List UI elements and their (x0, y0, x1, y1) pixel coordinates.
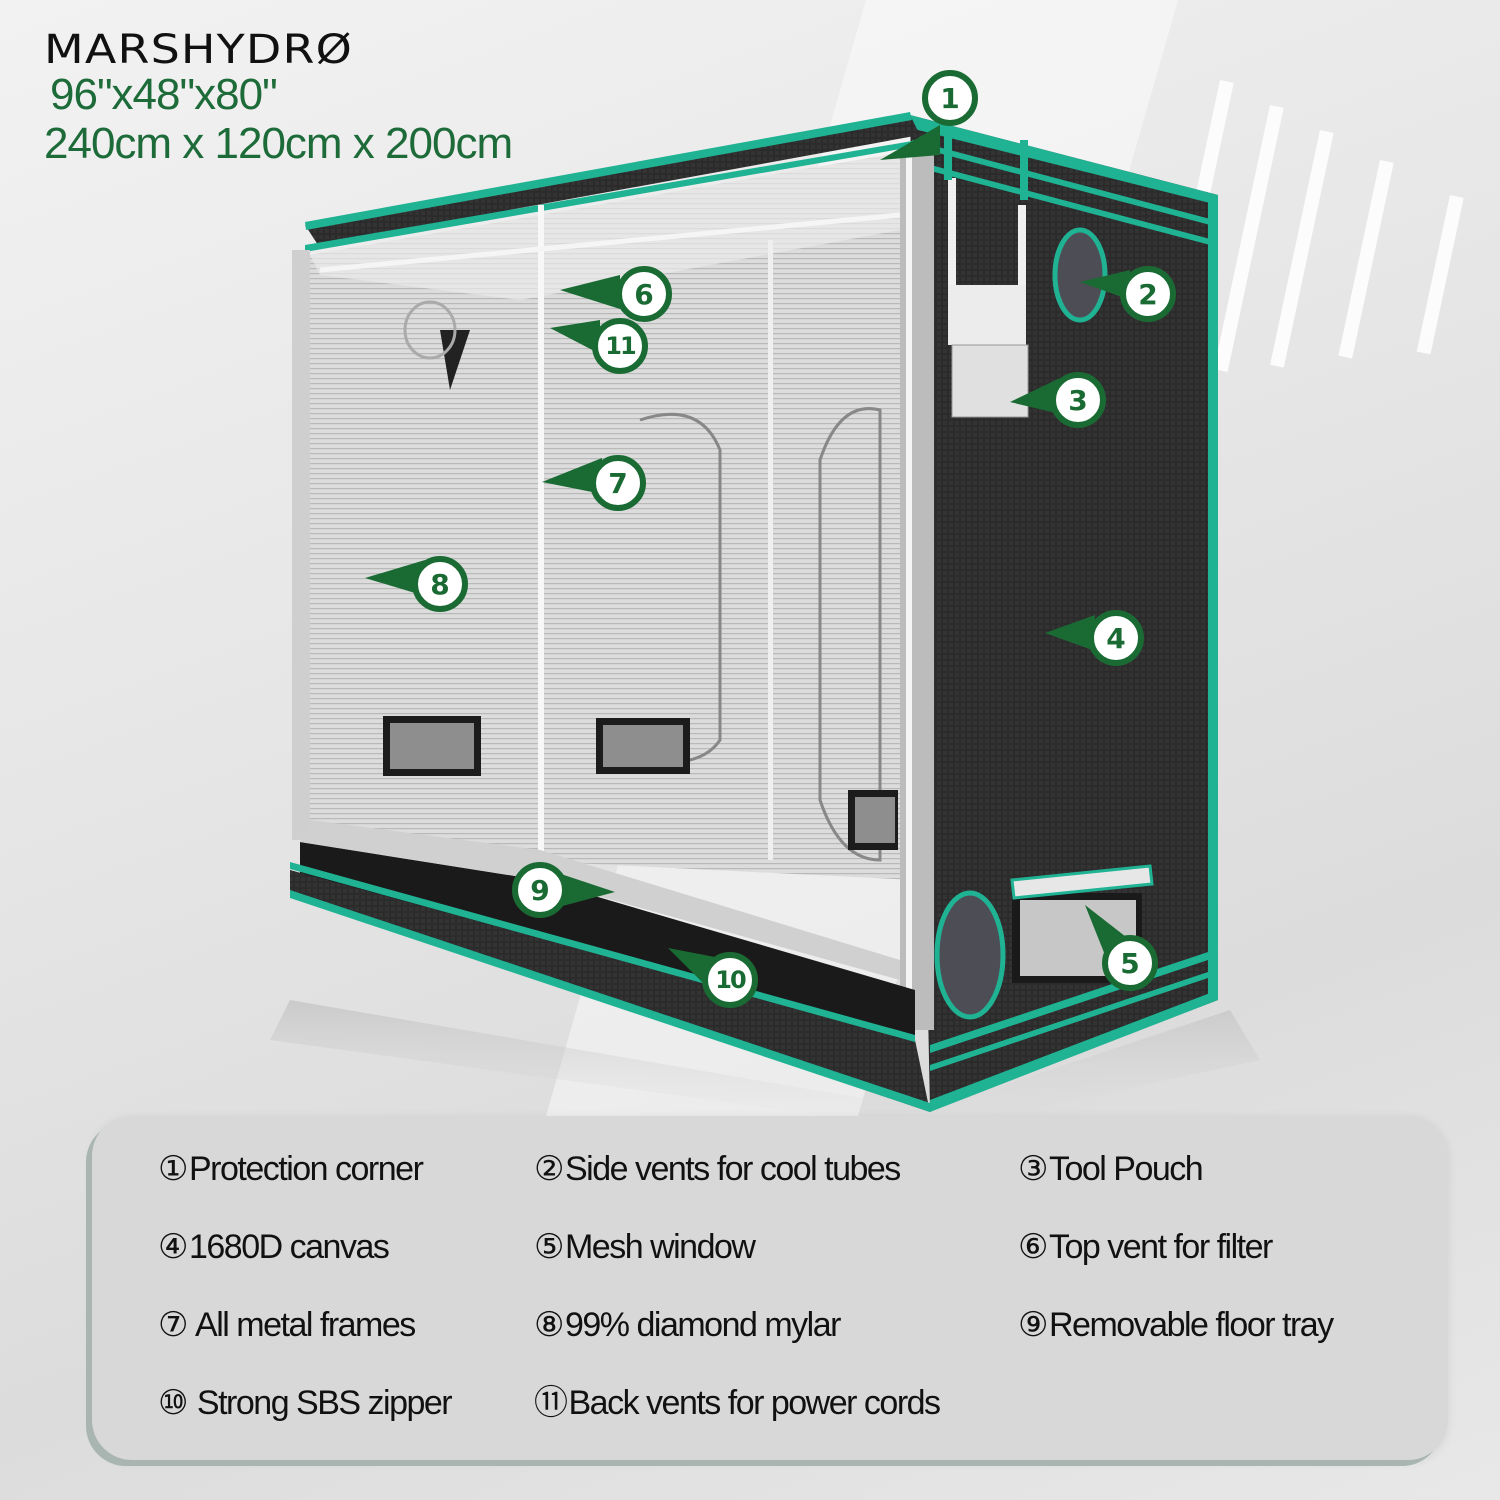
features-list: ①Protection corner ②Side vents for cool … (158, 1150, 1438, 1422)
feature-text: Protection corner (188, 1150, 424, 1188)
feature-item: ⑧99% diamond mylar (534, 1306, 1018, 1344)
callout-badge: 3 (1050, 372, 1106, 428)
callout-badge: 6 (616, 266, 672, 322)
grow-tent-illustration (270, 112, 1260, 1120)
feature-item: ④1680D canvas (158, 1228, 534, 1266)
feature-number: ⑥ (1018, 1228, 1048, 1266)
metal-pole (538, 205, 544, 940)
side-vent-bottom (934, 890, 1006, 1020)
feature-text: 1680D canvas (188, 1228, 390, 1266)
feature-number: ② (534, 1150, 564, 1188)
callout-badge: 8 (412, 556, 468, 612)
product-header: MARSHYDRØ 96"x48"x80" 240cm x 120cm x 20… (44, 28, 513, 170)
brand-logo: MARSHYDRØ (44, 27, 353, 73)
feature-number: ⑦ (158, 1306, 188, 1344)
feature-text: Side vents for cool tubes (564, 1150, 901, 1188)
feature-text: Removable floor tray (1048, 1306, 1334, 1344)
feature-number: ⑧ (534, 1306, 564, 1344)
feature-text: 99% diamond mylar (564, 1306, 841, 1344)
side-vent-top (1052, 227, 1108, 323)
feature-text: Strong SBS zipper (188, 1384, 453, 1422)
grow-tent-image: 1 2 3 4 5 6 11 7 8 9 (270, 70, 1260, 1120)
feature-number: ⑪ (534, 1384, 568, 1422)
dimensions-inches: 96"x48"x80" (50, 70, 278, 119)
feature-text: Back vents for power cords (568, 1384, 942, 1422)
dimensions-centimeters: 240cm x 120cm x 200cm (44, 119, 513, 168)
feature-item: ⑤Mesh window (534, 1228, 1018, 1266)
feature-item: ⑦ All metal frames (158, 1306, 534, 1344)
callout-badge: 4 (1088, 610, 1144, 666)
feature-text: Mesh window (564, 1228, 756, 1266)
feature-item: ⑨Removable floor tray (1018, 1306, 1438, 1344)
feature-number: ⑤ (534, 1228, 564, 1266)
callout-badge: 2 (1120, 266, 1176, 322)
feature-item: ⑩ Strong SBS zipper (158, 1384, 534, 1422)
feature-number: ⑨ (1018, 1306, 1048, 1344)
feature-number: ⑩ (158, 1384, 188, 1422)
feature-text: Top vent for filter (1048, 1228, 1273, 1266)
feature-item: ①Protection corner (158, 1150, 534, 1188)
floor-tray (300, 842, 915, 1040)
callout-badge: 7 (590, 455, 646, 511)
callout-badge: 5 (1102, 935, 1158, 991)
feature-item: ⑪Back vents for power cords (534, 1384, 1018, 1422)
features-panel (92, 1116, 1448, 1460)
feature-item: ⑥Top vent for filter (1018, 1228, 1438, 1266)
feature-item: ②Side vents for cool tubes (534, 1150, 1018, 1188)
callout-badge: 9 (512, 862, 568, 918)
tool-pouch (948, 285, 1026, 345)
feature-number: ③ (1018, 1150, 1048, 1188)
feature-item: ③Tool Pouch (1018, 1150, 1438, 1188)
callout-badge: 11 (592, 318, 648, 374)
callout-badge: 10 (702, 952, 758, 1008)
feature-text: All metal frames (188, 1306, 416, 1344)
feature-text: Tool Pouch (1048, 1150, 1204, 1188)
feature-number: ④ (158, 1228, 188, 1266)
feature-number: ① (158, 1150, 188, 1188)
callout-badge: 1 (922, 70, 978, 126)
